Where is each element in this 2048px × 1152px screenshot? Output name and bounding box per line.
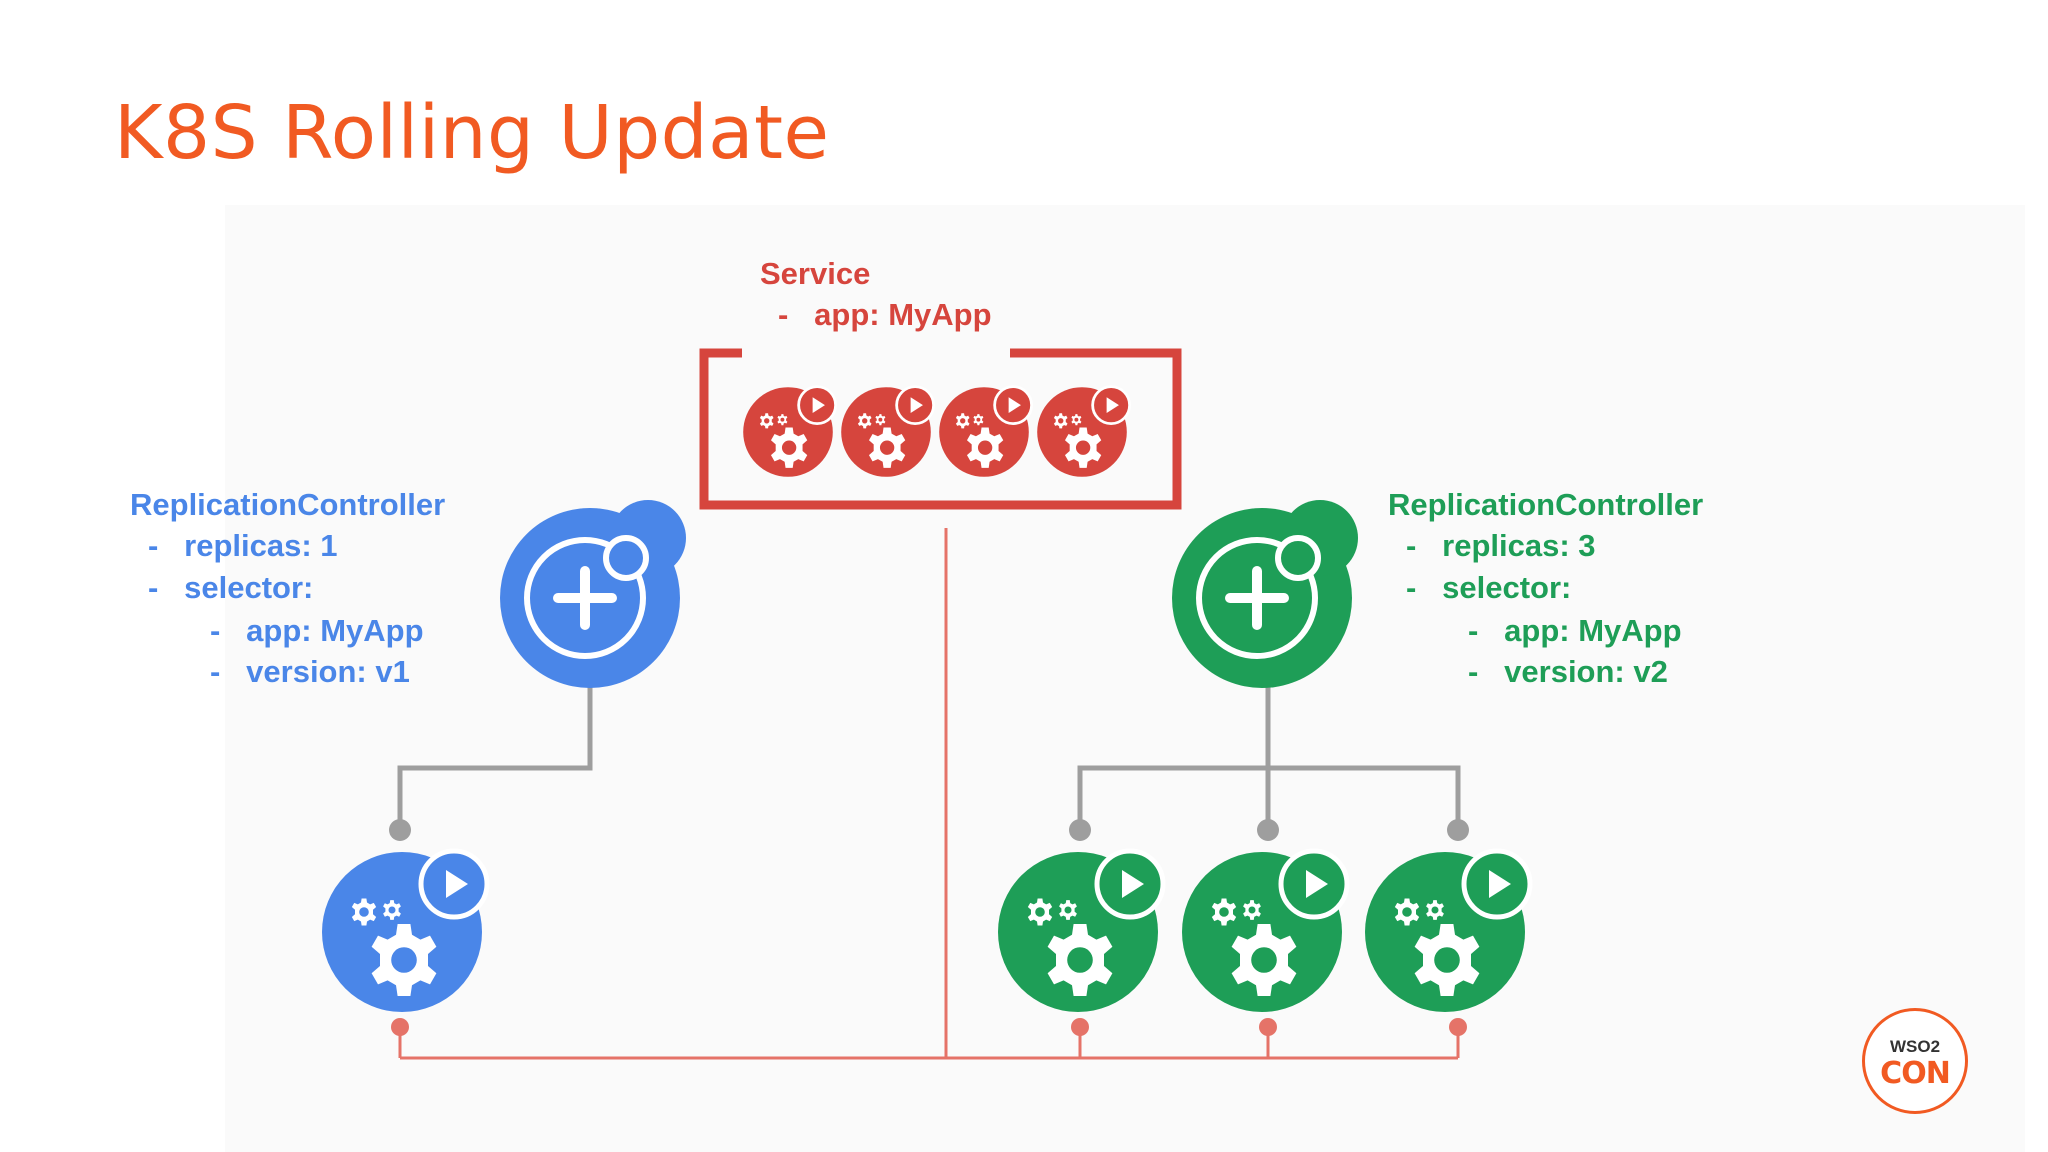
service-selector: - app: MyApp [778, 297, 992, 332]
service-pod [939, 385, 1034, 477]
rc-v1-selector: - selector: [148, 570, 313, 605]
rc-v1-app: - app: MyApp [210, 613, 424, 648]
wso2con-logo-bottom: CON [1880, 1056, 1950, 1091]
plus-icon [553, 566, 617, 630]
play-icon [910, 397, 923, 413]
play-icon [446, 870, 468, 898]
replication-controller-icon [1172, 500, 1358, 688]
rc-v1-version: - version: v1 [210, 654, 410, 689]
rc-v2-app: - app: MyApp [1468, 613, 1682, 648]
controller-ring-icon [1196, 537, 1318, 659]
play-icon [1122, 870, 1144, 898]
plus-icon [1225, 566, 1289, 630]
service-pod [743, 385, 838, 477]
wso2con-logo: WSO2 CON [1862, 1008, 1968, 1114]
wso2con-logo-top: WSO2 [1890, 1037, 1940, 1056]
rc-v2-heading: ReplicationController [1388, 487, 1703, 522]
pod-v2 [1182, 848, 1350, 1012]
play-icon [1489, 870, 1511, 898]
play-icon [812, 397, 825, 413]
controller-tree-lines [397, 685, 1461, 830]
pod-v2 [998, 848, 1166, 1012]
service-pod [841, 385, 936, 477]
play-icon [1008, 397, 1021, 413]
play-icon [1306, 870, 1328, 898]
service-heading: Service [760, 256, 870, 291]
rc-v2-selector: - selector: [1406, 570, 1571, 605]
rc-v1-replicas: - replicas: 1 [148, 528, 338, 563]
controller-inner-circle-icon [1275, 535, 1321, 581]
replication-controller-icon [500, 500, 686, 688]
rc-v2-version: - version: v2 [1468, 654, 1668, 689]
pod-v1 [322, 848, 490, 1012]
service-connector-dots [391, 1018, 1467, 1036]
play-icon [1106, 397, 1119, 413]
service-pod [1037, 385, 1132, 477]
controller-ring-icon [524, 537, 646, 659]
controller-inner-circle-icon [603, 535, 649, 581]
controller-tree-dots [389, 819, 1469, 841]
slide-title: K8S Rolling Update [114, 90, 830, 176]
rc-v2-replicas: - replicas: 3 [1406, 528, 1596, 563]
pod-v2 [1365, 848, 1533, 1012]
rc-v1-heading: ReplicationController [130, 487, 445, 522]
service-box [699, 348, 1182, 510]
